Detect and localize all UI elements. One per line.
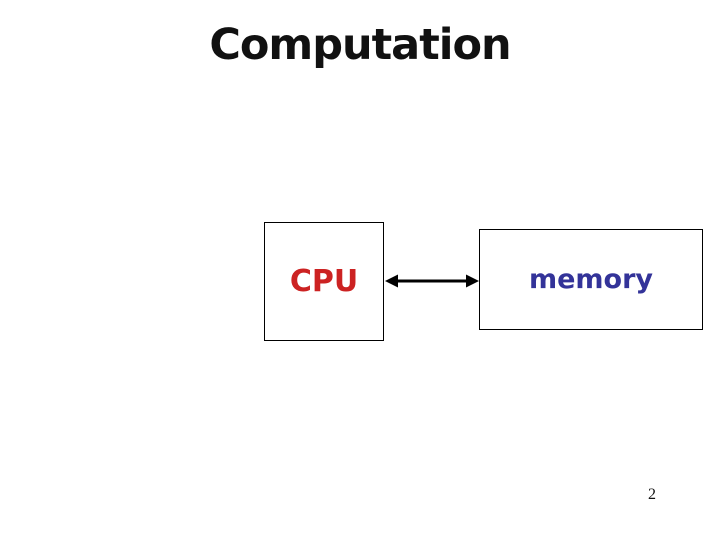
bidirectional-arrow-icon xyxy=(384,270,480,292)
page-title: Computation xyxy=(209,20,511,70)
page-number: 2 xyxy=(648,486,656,503)
memory-box: memory xyxy=(479,229,703,330)
memory-label: memory xyxy=(528,264,654,295)
cpu-label: CPU xyxy=(289,264,359,299)
cpu-box: CPU xyxy=(264,222,384,341)
